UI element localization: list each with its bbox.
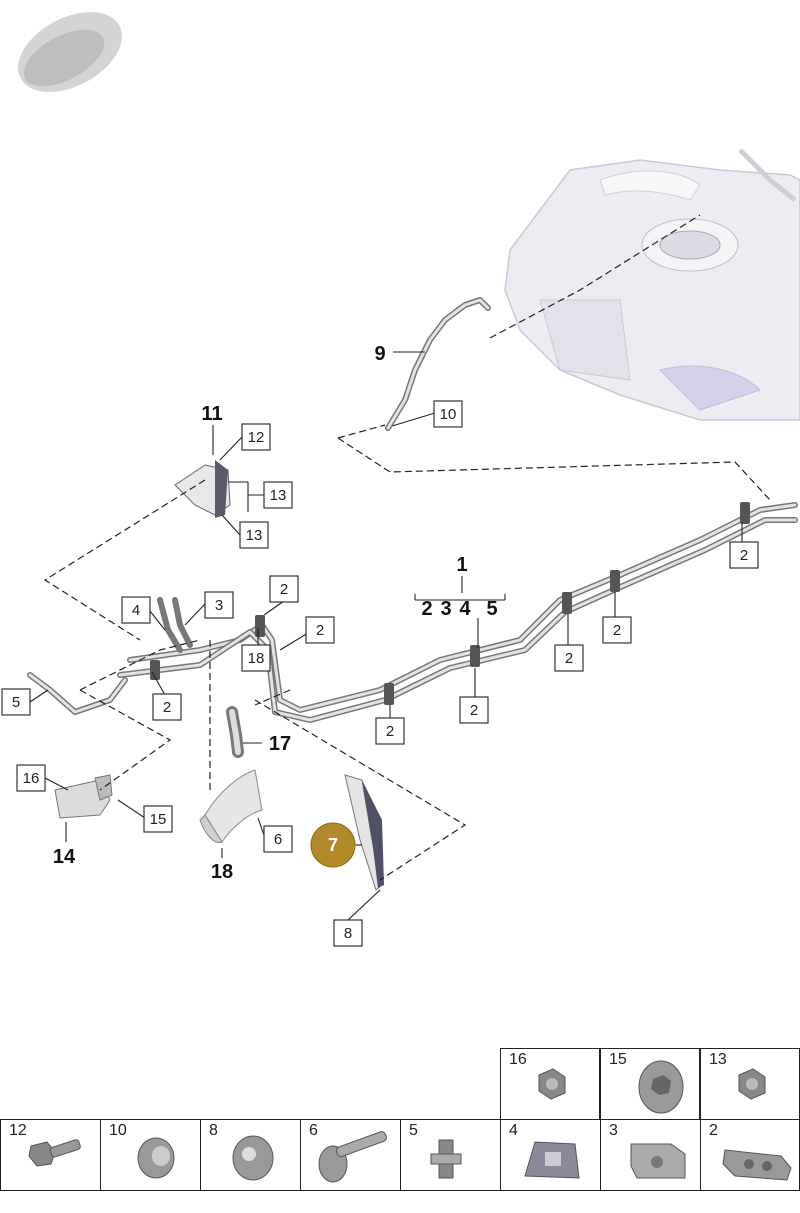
part-cell-3[interactable]: 3 xyxy=(600,1119,701,1191)
svg-text:5: 5 xyxy=(12,694,20,711)
svg-text:15: 15 xyxy=(150,811,167,828)
hex-nut-icon xyxy=(738,1068,766,1100)
bracket-14 xyxy=(54,774,113,819)
callout-13a: 13 xyxy=(263,481,293,509)
main-fuel-lines xyxy=(27,502,798,723)
stud-bolt-icon xyxy=(318,1131,387,1183)
part-number: 5 xyxy=(409,1122,418,1139)
part-number: 15 xyxy=(609,1051,627,1068)
callout-18-box: 18 xyxy=(241,644,271,672)
callout-1: 1 xyxy=(456,554,467,576)
part-number: 13 xyxy=(709,1051,727,1068)
flange-nut-icon xyxy=(638,1060,684,1114)
part-number: 10 xyxy=(109,1122,127,1139)
svg-text:2: 2 xyxy=(386,723,394,740)
callout-8: 8 xyxy=(333,919,363,947)
svg-text:2: 2 xyxy=(163,699,171,716)
part-cell-13[interactable]: 13 xyxy=(700,1048,800,1120)
svg-text:5: 5 xyxy=(486,598,497,620)
parts-table: 16 15 13 12 10 8 6 5 4 3 2 xyxy=(0,1048,800,1191)
svg-text:3: 3 xyxy=(440,598,451,620)
callout-9: 9 xyxy=(374,343,385,365)
svg-text:4: 4 xyxy=(459,598,471,620)
part-number: 3 xyxy=(609,1122,618,1139)
part-cell-10[interactable]: 10 xyxy=(100,1119,201,1191)
svg-text:2: 2 xyxy=(613,622,621,639)
callout-7-highlighted[interactable]: 7 xyxy=(310,822,356,868)
callout-6: 6 xyxy=(263,825,293,853)
part-number: 16 xyxy=(509,1051,527,1068)
svg-text:2: 2 xyxy=(740,547,748,564)
bolt-icon xyxy=(28,1139,81,1167)
callout-2-left: 2 xyxy=(152,693,182,721)
callout-14: 14 xyxy=(53,846,76,868)
callout-5: 5 xyxy=(1,688,31,716)
bracket-7 xyxy=(344,774,384,891)
svg-text:2: 2 xyxy=(316,622,324,639)
part-number: 6 xyxy=(309,1122,318,1139)
svg-text:18: 18 xyxy=(248,650,265,667)
line-clips xyxy=(150,502,750,705)
svg-text:2: 2 xyxy=(421,598,432,620)
callout-15: 15 xyxy=(143,805,173,833)
callout-10: 10 xyxy=(433,400,463,428)
callout-2-top: 2 xyxy=(269,575,299,603)
callout-2-clip-390: 2 xyxy=(375,717,405,745)
svg-text:13: 13 xyxy=(270,487,287,504)
callout-1-subparts: 2 3 4 5 xyxy=(421,598,497,620)
bracket-11 xyxy=(174,460,231,518)
part-number: 12 xyxy=(9,1122,27,1139)
assembly-dash-lines xyxy=(43,214,771,881)
fuel-tank xyxy=(504,148,800,421)
callout-2-right: 2 xyxy=(729,541,759,569)
flange-nut-icon xyxy=(232,1135,274,1181)
grommet-icon xyxy=(137,1137,175,1179)
callout-2-clip-475: 2 xyxy=(459,696,489,724)
callout-2-clip-615: 2 xyxy=(602,616,632,644)
callout-3: 3 xyxy=(204,591,234,619)
callout-13b: 13 xyxy=(239,521,269,549)
callout-11: 11 xyxy=(201,403,222,425)
holder-icon xyxy=(630,1143,686,1179)
part-cell-8[interactable]: 8 xyxy=(200,1119,301,1191)
part-cell-2[interactable]: 2 xyxy=(700,1119,800,1191)
part-number: 2 xyxy=(709,1122,718,1139)
hex-nut-icon xyxy=(538,1068,566,1100)
svg-text:2: 2 xyxy=(565,650,573,667)
svg-text:7: 7 xyxy=(328,835,338,855)
svg-text:3: 3 xyxy=(215,597,223,614)
svg-text:2: 2 xyxy=(280,581,288,598)
callout-2-clip-568: 2 xyxy=(554,644,584,672)
svg-text:16: 16 xyxy=(23,770,40,787)
svg-text:10: 10 xyxy=(440,406,457,423)
svg-text:6: 6 xyxy=(274,831,282,848)
callout-18: 18 xyxy=(211,861,233,883)
part-cell-12[interactable]: 12 xyxy=(0,1119,101,1191)
part-number: 8 xyxy=(209,1122,218,1139)
callout-17: 17 xyxy=(269,733,291,755)
part-number: 4 xyxy=(509,1122,518,1139)
callout-16: 16 xyxy=(16,764,46,792)
pipe-clip-icon xyxy=(524,1141,580,1179)
callout-2-mid: 2 xyxy=(305,616,335,644)
exploded-parts-diagram: 10 12 13 13 2 2 2 2 2 2 2 18 xyxy=(1,12,800,947)
heat-shield-18 xyxy=(199,769,263,844)
callout-4: 4 xyxy=(121,596,151,624)
highlight-marker xyxy=(310,822,356,868)
line-holder-icon xyxy=(722,1149,792,1181)
leader-lines xyxy=(29,351,743,921)
part-cell-4[interactable]: 4 xyxy=(500,1119,601,1191)
part-cell-15[interactable]: 15 xyxy=(600,1048,700,1120)
svg-text:8: 8 xyxy=(344,925,352,942)
part-cell-16[interactable]: 16 xyxy=(500,1048,600,1120)
part-cell-6[interactable]: 6 xyxy=(300,1119,401,1191)
clip-icon xyxy=(430,1139,462,1179)
svg-text:4: 4 xyxy=(132,602,140,619)
svg-text:13: 13 xyxy=(246,527,263,544)
callout-12: 12 xyxy=(241,423,271,451)
part-cell-5[interactable]: 5 xyxy=(400,1119,501,1191)
svg-text:2: 2 xyxy=(470,702,478,719)
svg-text:12: 12 xyxy=(248,429,265,446)
car-silhouette-icon xyxy=(18,12,122,92)
